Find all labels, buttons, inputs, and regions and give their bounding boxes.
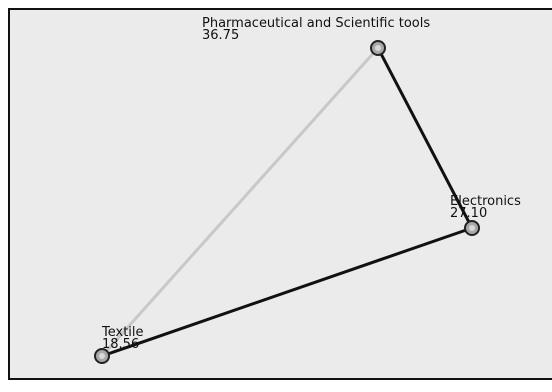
connection-line-0 xyxy=(100,226,474,358)
data-point-center-1 xyxy=(469,225,475,231)
data-point-center-2 xyxy=(375,45,381,51)
point-label-1: Electronics xyxy=(450,194,521,209)
data-points xyxy=(94,40,480,364)
connection-line-1 xyxy=(376,46,474,230)
point-label-0: Textile xyxy=(101,325,144,340)
point-value-1: 27.10 xyxy=(450,206,487,221)
chart-background xyxy=(8,8,552,380)
connection-line-2 xyxy=(100,46,380,358)
data-point-center-0 xyxy=(99,353,105,359)
point-value-0: 18.56 xyxy=(102,337,139,352)
point-value-2: 36.75 xyxy=(202,28,239,43)
connection-lines xyxy=(100,46,474,358)
point-label-2: Pharmaceutical and Scientific tools xyxy=(202,16,430,31)
